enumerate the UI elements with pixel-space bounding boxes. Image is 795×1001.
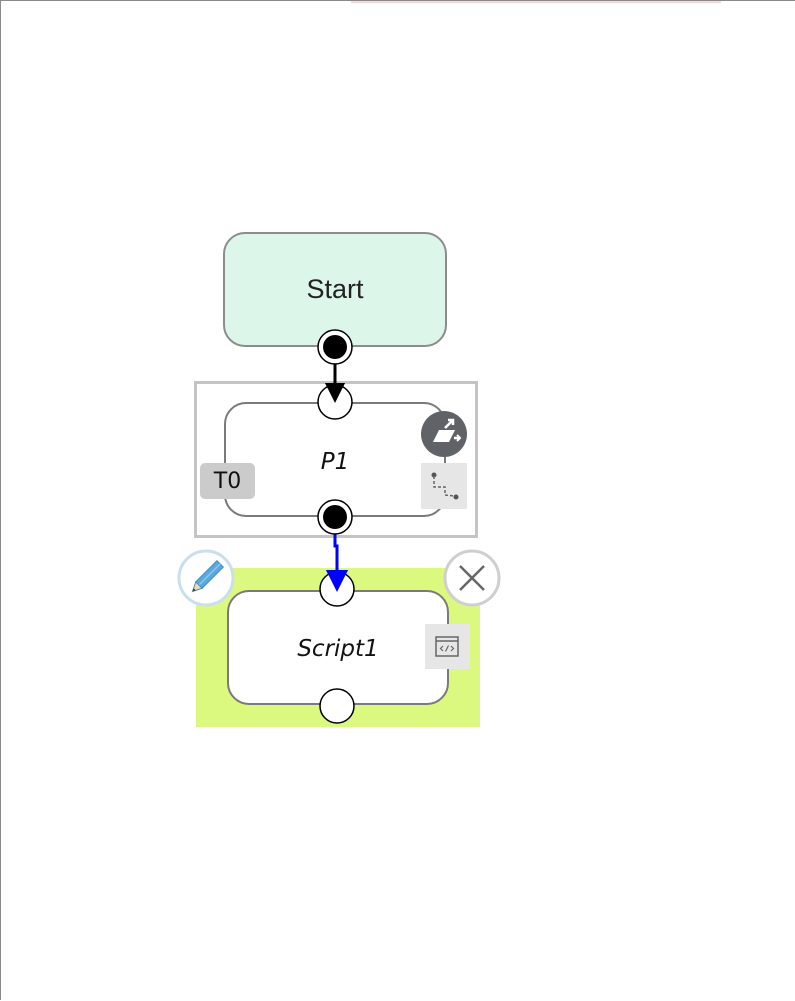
p1-output-port[interactable] — [317, 499, 353, 535]
close-icon[interactable] — [443, 549, 501, 607]
script1-input-port[interactable] — [319, 570, 355, 607]
script-code-icon[interactable] — [425, 624, 470, 669]
p1-node-label: P1 — [320, 448, 350, 475]
p1-node[interactable]: P1 — [224, 402, 446, 517]
script1-node[interactable]: Script1 — [227, 590, 449, 705]
start-node-label: Start — [306, 274, 364, 304]
script1-node-label: Script1 — [297, 635, 379, 662]
p1-input-port[interactable] — [317, 383, 353, 420]
deploy-icon[interactable] — [421, 411, 467, 457]
canvas-top-accent — [351, 1, 721, 3]
script1-output-port[interactable] — [319, 688, 355, 724]
route-icon[interactable] — [421, 463, 467, 509]
pencil-icon[interactable] — [177, 549, 235, 607]
t0-badge: T0 — [200, 463, 255, 499]
start-node[interactable]: Start — [223, 232, 447, 347]
start-output-port[interactable] — [317, 329, 353, 365]
